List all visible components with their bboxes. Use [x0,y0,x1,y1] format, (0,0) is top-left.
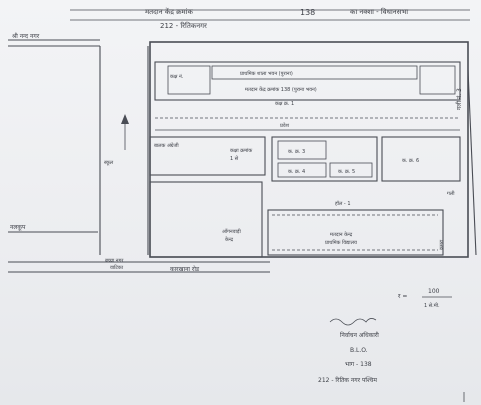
room-mid-left-2: स्कूल [104,160,114,166]
centre-box-1 [277,140,327,160]
signature-scribble [329,318,377,326]
side-room-label: कमरा [439,239,445,250]
bottom-road-label: कारखाना रोड [170,265,200,273]
north-arrow-icon [121,114,129,124]
hall-label: हॉल - 1 [335,200,351,207]
left-middle-label: नलकूप [10,224,26,231]
room-small-right [419,65,456,95]
room-inner-1: कक्षा क्रमांक [230,147,252,154]
bottom-label-1: बच्चा नगर [105,258,124,264]
scale-denominator: 1 से.मी. [424,302,440,309]
row2-label: प्रवेश [280,122,290,129]
signature-line2: B.L.O. [350,347,368,354]
bottom-mid-left-1: आँगनवाड़ी [222,228,241,235]
top-left-road-label: श्री नन्द नगर [12,32,40,40]
centre-box3-label: क. क्र. 5 [338,169,355,175]
right-box-label: क. क्र. 6 [402,158,419,164]
scale-prefix: र = [398,293,407,300]
main-top-room: कक्ष क्र. 1 [275,101,294,107]
main-top-banner: प्राथमिक शाला भवन (पुराना) [240,70,293,77]
centre-box2-label: क. क्र. 4 [288,169,305,175]
main-top-sub: मतदान केंद्र क्रमांक 138 (पुराना भवन) [245,86,317,93]
signature-line4: 212 - रितिक नगर पश्चिम [318,376,377,384]
top-inner-label: कक्ष नं. [170,73,184,80]
bottom-left-building [149,181,263,258]
main-bottom-2: प्राथमिक विद्यालय [325,239,357,246]
header-line2: 212 - रितिकनगर [160,21,207,30]
centre-block [271,136,378,182]
scale-numerator: 100 [428,288,440,295]
main-polling-hall [267,209,444,256]
bottom-mid-left-2: केन्द्र [225,236,234,243]
signature-line1: निर्वाचन अधिकारी [340,331,379,339]
room-mid-left-1: बालक अंग्रेजी [154,142,179,149]
right-vertical-label: गली नं. 3 [455,88,463,110]
right-road-edge [467,69,477,256]
main-bottom-1: मतदान केन्द्र [330,231,353,238]
bottom-label-2: वाटिका [110,264,124,271]
top-banner-box [211,65,418,80]
room-small-left [167,65,211,95]
right-small-label: गली [447,190,455,197]
room-inner-2: 1 से [230,155,239,162]
header-line1-a: मतदान केंद्र क्रमांक [145,7,194,16]
header-number: 138 [300,8,315,17]
signature-line3: भाग - 138 [345,361,372,368]
centre-box-3 [329,162,373,178]
centre-box1-label: क. क्र. 3 [288,149,305,155]
right-block [381,136,461,182]
main-building-top [154,61,461,101]
header-line1-b: का नक्शा - विधानसभा [350,7,408,16]
middle-left-building [149,136,266,176]
centre-box-2 [277,162,327,178]
